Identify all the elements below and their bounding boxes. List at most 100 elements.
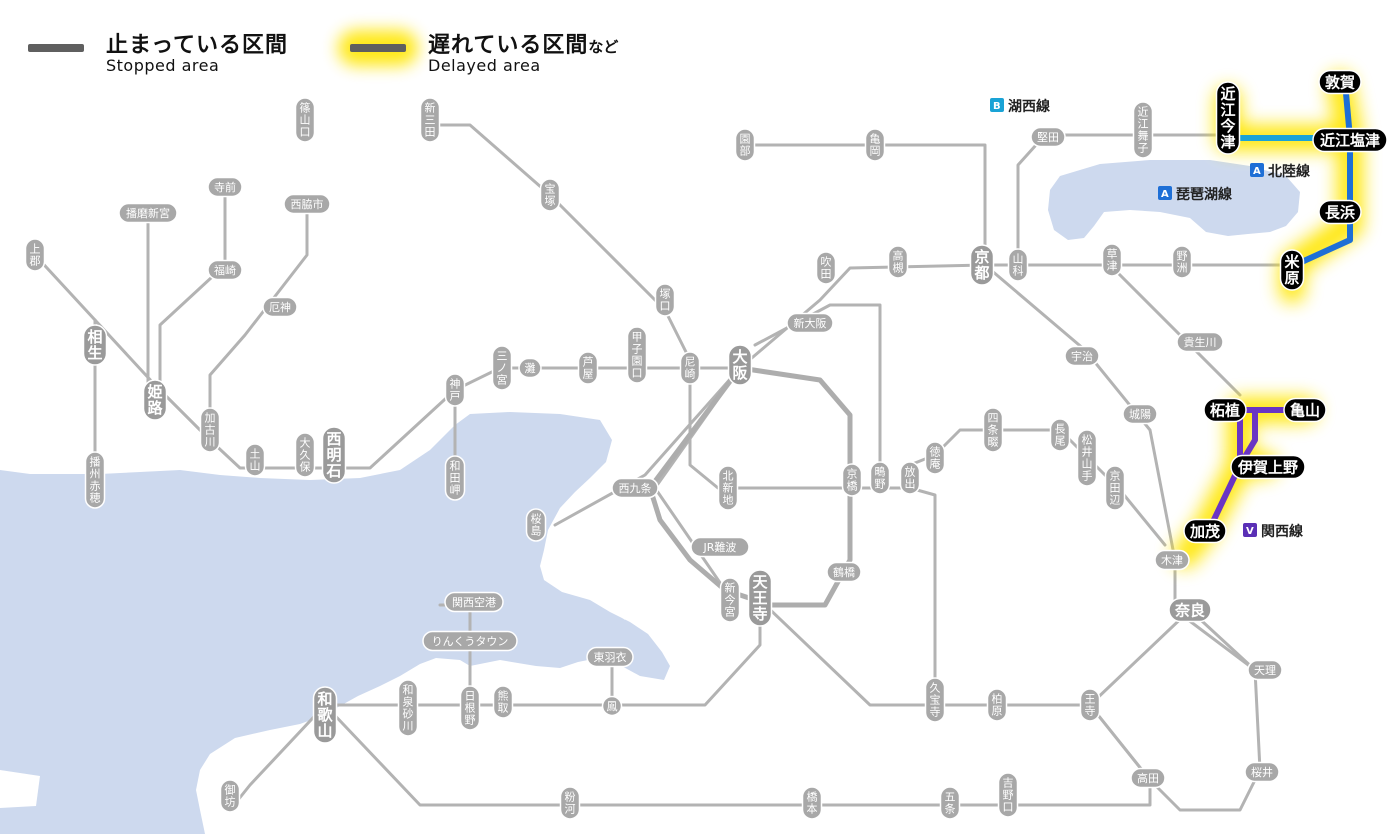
- station-ashiya[interactable]: 芦屋: [577, 351, 599, 385]
- station-okubo[interactable]: 大久保: [294, 432, 316, 478]
- station-kobe[interactable]: 神戸: [444, 373, 466, 407]
- station-wakayama[interactable]: 和歌山: [312, 686, 338, 744]
- station-label: 天王寺: [752, 573, 768, 623]
- station-yamashina[interactable]: 山科: [1007, 248, 1029, 282]
- station-kyuhoji[interactable]: 久宝寺: [924, 677, 946, 723]
- station-nagahama[interactable]: 長浜: [1318, 199, 1362, 225]
- station-kumatori[interactable]: 熊取: [492, 685, 514, 719]
- station-nada[interactable]: 灘: [518, 357, 542, 379]
- station-kizu[interactable]: 木津: [1154, 549, 1190, 571]
- station-takarazuka[interactable]: 宝塚: [539, 178, 561, 212]
- station-himeji[interactable]: 姫路: [142, 379, 168, 421]
- station-hashimoto[interactable]: 橋本: [801, 786, 823, 820]
- station-hanaten[interactable]: 放出: [899, 461, 921, 495]
- station-ouji[interactable]: 王寺: [1079, 688, 1101, 722]
- station-marker: [899, 461, 921, 495]
- station-aioi[interactable]: 相生: [82, 324, 108, 366]
- station-wadamisaki[interactable]: 和田岬: [444, 455, 466, 501]
- station-rinkutown[interactable]: りんくうタウン: [422, 630, 518, 652]
- station-suita[interactable]: 吹田: [815, 251, 837, 285]
- svg-text:湖西線: 湖西線: [1008, 98, 1050, 115]
- station-kakogawa[interactable]: 加古川: [199, 407, 221, 453]
- station-gobo[interactable]: 御坊: [219, 779, 241, 813]
- station-kokawa[interactable]: 粉河: [559, 786, 581, 820]
- station-marker: [294, 432, 316, 478]
- station-shinsanda[interactable]: 新三田: [419, 97, 441, 143]
- station-teramae[interactable]: 寺前: [207, 176, 243, 198]
- station-otori[interactable]: 鳳: [601, 695, 623, 717]
- station-marker: [924, 677, 946, 723]
- station-gojo[interactable]: 五条: [939, 786, 961, 820]
- station-takatsuki[interactable]: 高槻: [887, 245, 909, 279]
- station-harimashinguu[interactable]: 播磨新宮: [118, 202, 178, 224]
- station-marker: [118, 202, 178, 224]
- station-kusatsu[interactable]: 草津: [1101, 243, 1123, 277]
- station-tsuruhashi[interactable]: 鶴橋: [826, 561, 862, 583]
- station-joyo[interactable]: 城陽: [1122, 403, 1158, 425]
- station-kyotanabe[interactable]: 京田辺: [1104, 465, 1126, 511]
- station-kitashinchi[interactable]: 北新地: [717, 465, 739, 511]
- station-shigino[interactable]: 鴫野: [869, 461, 891, 495]
- station-matsuiyamate[interactable]: 松井山手: [1076, 429, 1098, 487]
- station-shijonawate[interactable]: 四条畷: [982, 407, 1004, 453]
- station-sasayamaguchi[interactable]: 篠山口: [294, 97, 316, 143]
- station-yasu[interactable]: 野洲: [1171, 245, 1193, 279]
- station-maibara[interactable]: 米原: [1279, 249, 1305, 291]
- station-kameyama[interactable]: 亀山: [1283, 397, 1327, 423]
- station-jrnamba[interactable]: JR難波: [690, 536, 750, 558]
- station-kyobashi[interactable]: 京橋: [841, 463, 863, 497]
- station-kashiwara[interactable]: 柏原: [986, 688, 1008, 722]
- station-marker: [1064, 345, 1100, 367]
- station-shinimamiya[interactable]: 新今宮: [719, 577, 741, 623]
- stopped-swatch: [28, 44, 84, 52]
- station-banshuako[interactable]: 播州赤穂: [84, 451, 106, 509]
- station-amagasaki[interactable]: 尼崎: [679, 351, 701, 385]
- station-takada[interactable]: 高田: [1130, 767, 1166, 789]
- station-higashihagoromo[interactable]: 東羽衣: [586, 646, 634, 668]
- station-tenri[interactable]: 天理: [1247, 659, 1283, 681]
- station-tsukaguchi[interactable]: 塚口: [654, 283, 676, 317]
- station-marker: [801, 786, 823, 820]
- station-tennoji[interactable]: 天王寺: [747, 569, 773, 627]
- station-shinosaka[interactable]: 新大阪: [786, 312, 834, 334]
- stopped-title: 止まっている区間: [106, 33, 289, 58]
- station-marker: [841, 463, 863, 497]
- station-label: 東羽衣: [594, 650, 627, 664]
- station-nishikujo[interactable]: 西九条: [611, 477, 659, 499]
- station-yoshinoguchi[interactable]: 吉野口: [997, 772, 1019, 818]
- station-igaueno[interactable]: 伊賀上野: [1230, 454, 1306, 480]
- station-nara[interactable]: 奈良: [1168, 597, 1212, 623]
- station-kyoto[interactable]: 京都: [969, 244, 995, 286]
- station-kameoka[interactable]: 亀岡: [864, 128, 886, 162]
- station-kamo[interactable]: 加茂: [1183, 518, 1227, 544]
- station-katata[interactable]: 堅田: [1030, 126, 1066, 148]
- station-sonobe[interactable]: 園部: [734, 128, 756, 162]
- svg-text:B: B: [993, 101, 1001, 112]
- station-omiimazu[interactable]: 近江今津: [1215, 81, 1241, 155]
- station-hineno[interactable]: 日根野: [459, 685, 481, 731]
- station-osaka[interactable]: 大阪: [727, 344, 753, 386]
- station-uji[interactable]: 宇治: [1064, 345, 1100, 367]
- station-yakujin[interactable]: 厄神: [262, 296, 298, 318]
- station-tsuge[interactable]: 柘植: [1203, 397, 1247, 423]
- station-sakurai[interactable]: 桜井: [1244, 761, 1280, 783]
- station-omimaiko[interactable]: 近江舞子: [1132, 101, 1154, 159]
- station-label: 四条畷: [988, 411, 999, 448]
- station-kamigori[interactable]: 上郡: [24, 238, 46, 272]
- station-fukusaki[interactable]: 福崎: [207, 259, 243, 281]
- station-sannomiya[interactable]: 三ノ宮: [491, 345, 513, 391]
- station-nishiwakishi[interactable]: 西脇市: [283, 193, 331, 215]
- station-marker: [82, 324, 108, 366]
- station-doyama[interactable]: 土山: [244, 443, 266, 477]
- station-kansaikuko[interactable]: 関西空港: [444, 591, 504, 613]
- station-kibukawa[interactable]: 貴生川: [1176, 331, 1224, 353]
- station-tokuan[interactable]: 徳庵: [924, 441, 946, 475]
- station-nishiakashi[interactable]: 西明石: [321, 426, 347, 484]
- station-nagao[interactable]: 長尾: [1049, 418, 1071, 452]
- station-koshienguchi[interactable]: 甲子園口: [626, 326, 648, 384]
- station-sakurajima[interactable]: 桜島: [525, 508, 547, 542]
- station-label: 加古川: [205, 411, 216, 448]
- station-omishiotsu[interactable]: 近江塩津: [1312, 127, 1388, 153]
- station-izumisunagawa[interactable]: 和泉砂川: [397, 679, 419, 737]
- station-tsuruga[interactable]: 敦賀: [1318, 69, 1362, 95]
